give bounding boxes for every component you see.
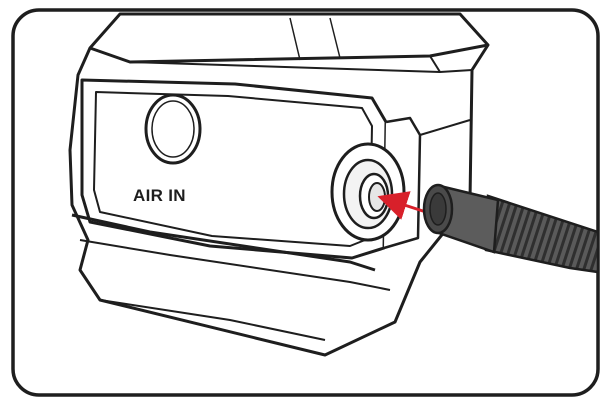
- sensor-window: [144, 93, 202, 165]
- air-inlet-port: [330, 142, 406, 242]
- air-in-label: AIR IN: [133, 186, 186, 205]
- air-tube: [422, 183, 600, 274]
